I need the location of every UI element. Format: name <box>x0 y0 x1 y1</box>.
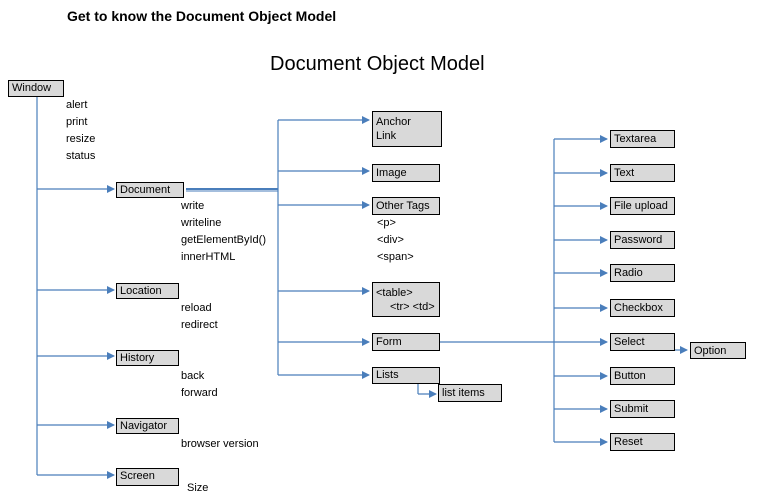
window-node: Window <box>8 80 64 97</box>
text-node: Text <box>610 164 675 182</box>
window-members: alert print resize status <box>66 97 95 165</box>
screen-members: Size <box>187 480 208 497</box>
row-cell-tag-label: <tr> <td> <box>390 301 435 313</box>
screen-member-size: Size <box>187 482 209 494</box>
password-node: Password <box>610 231 675 249</box>
other-tags-members: <p> <div> <span> <box>377 215 414 266</box>
button-node: Button <box>610 367 675 385</box>
checkbox-node: Checkbox <box>610 299 675 317</box>
list-items-node: list items <box>438 384 502 402</box>
document-member-writeline: writeline <box>181 217 222 229</box>
image-node: Image <box>372 164 440 182</box>
document-member-getelementbyid: getElementById() <box>181 234 266 246</box>
history-node: History <box>116 350 179 366</box>
file-upload-node: File upload <box>610 197 675 215</box>
tag-div: <div> <box>377 234 404 246</box>
navigator-member-browser-version: browser version <box>181 438 259 450</box>
window-member-print: print <box>66 116 88 128</box>
submit-node: Submit <box>610 400 675 418</box>
navigator-members: browser version <box>181 436 259 453</box>
table-tag-label: <table> <box>376 287 413 299</box>
lists-node: Lists <box>372 367 440 384</box>
other-tags-node: Other Tags <box>372 197 440 215</box>
document-member-write: write <box>181 200 205 212</box>
table-node: <table> <tr> <td> <box>372 282 440 317</box>
location-members: reload redirect <box>181 300 218 334</box>
history-member-forward: forward <box>181 387 218 399</box>
location-member-redirect: redirect <box>181 319 218 331</box>
document-member-innerhtml: innerHTML <box>181 251 236 263</box>
screen-node: Screen <box>116 468 179 486</box>
history-members: back forward <box>181 368 218 402</box>
window-member-status: status <box>66 150 96 162</box>
diagram-title: Document Object Model <box>270 53 485 75</box>
select-node: Select <box>610 333 675 351</box>
page-heading: Get to know the Document Object Model <box>67 8 337 24</box>
tag-span: <span> <box>377 251 414 263</box>
history-member-back: back <box>181 370 205 382</box>
document-members: write writeline getElementById() innerHT… <box>181 198 266 266</box>
location-node: Location <box>116 283 179 299</box>
anchor-label: Anchor <box>376 116 411 128</box>
tag-p: <p> <box>377 217 396 229</box>
textarea-node: Textarea <box>610 130 675 148</box>
navigator-node: Navigator <box>116 418 179 434</box>
option-node: Option <box>690 342 746 359</box>
document-node: Document <box>116 182 184 198</box>
reset-node: Reset <box>610 433 675 451</box>
location-member-reload: reload <box>181 302 212 314</box>
window-member-alert: alert <box>66 99 88 111</box>
radio-node: Radio <box>610 264 675 282</box>
anchor-node: Anchor Link <box>372 111 442 147</box>
link-label: Link <box>376 130 397 142</box>
window-member-resize: resize <box>66 133 96 145</box>
form-node: Form <box>372 333 440 351</box>
